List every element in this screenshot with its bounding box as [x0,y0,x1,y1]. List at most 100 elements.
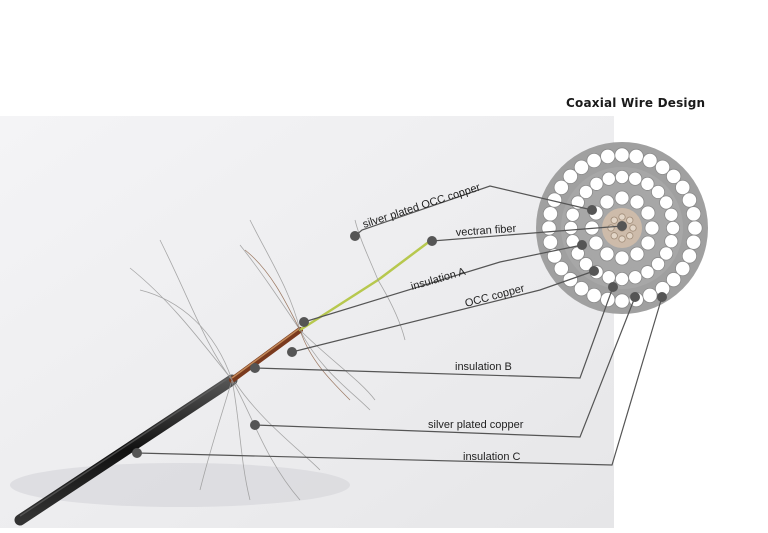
middle-strand [615,271,630,286]
leader-insulation-b [254,286,614,379]
inner-strand [599,194,615,210]
dot-end-vectran-fiber [617,221,627,231]
outer-strand [573,159,590,175]
outer-strand [685,234,702,250]
outer-strand [666,168,682,184]
inner-strand [640,205,656,221]
copper-highlight [231,327,301,379]
core-strand [626,216,634,224]
core-strand [618,235,626,243]
outer-strand [542,234,559,250]
middle-strand [565,207,580,222]
middle-strand [651,184,666,199]
callout-dots [132,205,667,458]
inner-strand [614,190,630,206]
inner-strand [588,235,604,251]
middle-strand [664,207,679,222]
middle-strand-ring [564,169,681,286]
middle-strand [628,171,643,186]
middle-strand [659,195,674,210]
cable-jacket-highlight [19,376,231,517]
cable-jacket [14,374,238,526]
middle-strand [615,169,630,184]
leader-silver-plated-copper [254,296,636,438]
outer-strand [553,260,569,277]
outer-strand [573,281,590,297]
label-insulation-b: insulation B [455,361,512,373]
middle-strand [640,176,655,191]
label-vectran-fiber: vectran fiber [455,223,517,239]
inner-strand [629,194,645,210]
middle-strand [564,220,579,235]
dot-end-silver-plated-occ-copper [587,205,597,215]
middle-strand [578,257,593,272]
label-insulation-c: insulation C [463,451,521,463]
dot-end-insulation-c [657,292,667,302]
leader-vectran-fiber [431,225,623,242]
core-strand [610,232,618,240]
dot-start-insulation-b [250,363,260,373]
outer-strand [642,152,658,169]
diagram-title: Coaxial Wire Design [566,96,706,110]
dot-end-occ-copper [589,266,599,276]
outer-strand [687,220,703,236]
outer-strand [586,287,602,304]
outer-strand [675,179,691,196]
outer-strand [586,152,602,169]
core-strand [618,213,626,221]
outer-strand [614,293,630,309]
label-silver-plated-copper: silver plated copper [428,419,524,431]
dot-end-insulation-a [577,240,587,250]
outer-strand [654,159,671,175]
outer-strand [600,148,616,164]
dot-start-silver-plated-occ-copper [350,231,360,241]
outer-strand [541,220,557,236]
inner-strand [599,246,615,262]
middle-strand [601,270,616,285]
outer-strand [681,248,698,264]
dot-end-insulation-b [608,282,618,292]
outer-strand [546,248,563,264]
cable-photo [14,219,432,526]
cable-shadow [10,463,350,507]
leader-insulation-a [303,244,583,323]
leader-insulation-c [136,296,663,466]
core-strand [626,232,634,240]
middle-strand [578,184,593,199]
outer-strand [681,192,698,208]
core-strand [610,216,618,224]
dot-start-vectran-fiber [427,236,437,246]
copper-conductor [229,327,303,383]
middle-strand [651,257,666,272]
dot-end-silver-plated-copper [630,292,640,302]
core-strand [629,224,637,232]
inner-strand-ring [584,190,660,266]
middle-strand [664,234,679,249]
leader-occ-copper [291,270,595,353]
outer-strand [553,179,569,196]
inner-strand [629,246,645,262]
outer-strand [628,148,644,164]
middle-strand [640,265,655,280]
outer-strand [542,206,559,222]
dot-start-silver-plated-copper [250,420,260,430]
dot-start-insulation-a [299,317,309,327]
core-strands [607,213,637,243]
inner-strand [614,250,630,266]
outer-strand [685,206,702,222]
outer-strand [600,291,616,308]
inner-strand [644,220,660,236]
loose-strands [129,219,406,501]
dot-start-occ-copper [287,347,297,357]
middle-strand [666,220,681,235]
outer-strand [614,147,630,163]
middle-strand [628,270,643,285]
middle-strand [659,246,674,261]
middle-strand [601,171,616,186]
outer-strand [666,272,682,288]
outer-strand [675,260,691,277]
outer-strand [642,287,658,304]
outer-strand [562,168,578,184]
